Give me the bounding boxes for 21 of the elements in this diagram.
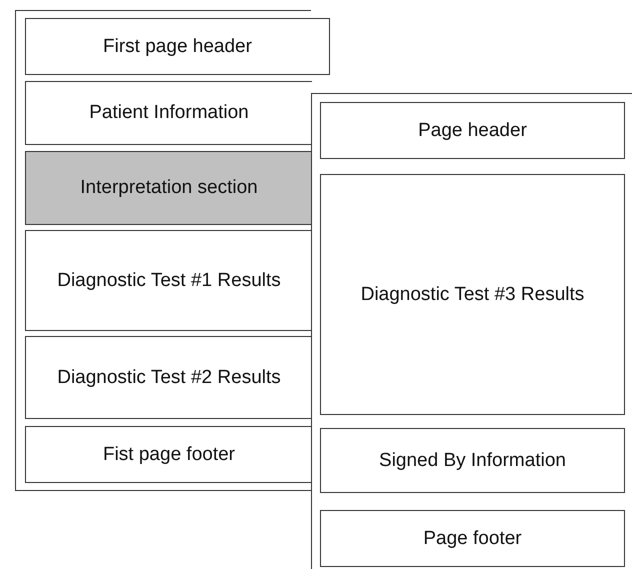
section-box <box>25 18 330 75</box>
section-box <box>25 426 312 483</box>
section-label: Diagnostic Test #2 Results <box>57 366 281 390</box>
section-label: Diagnostic Test #1 Results <box>57 268 281 293</box>
section-label: Fist page footer <box>102 442 236 467</box>
section-label: Signed By Information <box>379 448 566 473</box>
section-box <box>320 102 625 159</box>
section-label: Interpretation section <box>80 176 258 200</box>
section-label: First page header <box>103 34 252 59</box>
section-box <box>25 230 312 331</box>
section-label: Page header <box>418 118 527 143</box>
section-box <box>320 510 625 567</box>
section-box <box>25 151 312 225</box>
section-box <box>320 174 625 415</box>
section-box <box>25 336 312 419</box>
section-label: Page footer <box>423 526 522 551</box>
section-label: Diagnostic Test #3 Results <box>360 282 584 307</box>
section-box <box>320 428 625 493</box>
section-label: Patient Information <box>89 101 249 126</box>
section-box <box>25 81 312 145</box>
page-outline <box>311 93 632 569</box>
